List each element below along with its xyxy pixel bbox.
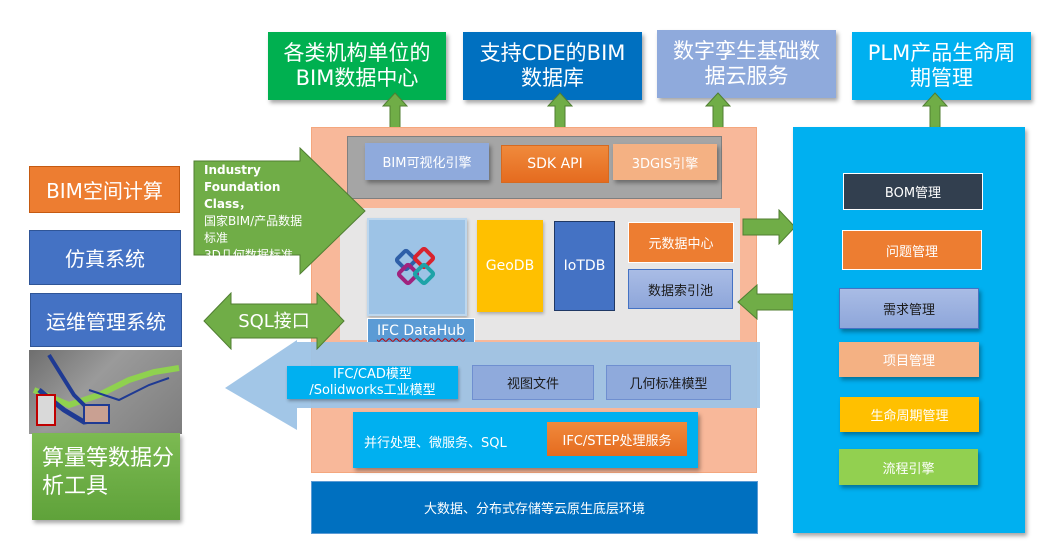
target-label-line1: 各类机构单位的 <box>283 41 431 65</box>
target-label-line2: BIM数据中心 <box>295 66 419 90</box>
model-view-files: 视图文件 <box>472 365 594 400</box>
target-label-line1: 数字孪生基础数 <box>673 39 820 63</box>
plm-module-projects: 项目管理 <box>839 342 979 377</box>
target-cde-bim-database: 支持CDE的BIM 数据库 <box>463 32 642 100</box>
cloud-native-infrastructure: 大数据、分布式存储等云原生底层环境 <box>311 481 758 534</box>
app-bim-spatial-computing: BIM空间计算 <box>29 166 180 213</box>
airport-bim-model-image <box>29 350 182 434</box>
model-geometry-standard: 几何标准模型 <box>606 365 731 400</box>
target-digital-twin-cloud: 数字孪生基础数 据云服务 <box>657 30 836 98</box>
up-arrow-icon <box>547 92 573 132</box>
sql-interface-label: SQL接口 <box>238 311 310 332</box>
geodb-block: GeoDB <box>477 220 543 312</box>
target-label-line2: 据云服务 <box>704 64 789 88</box>
target-bim-data-center: 各类机构单位的 BIM数据中心 <box>268 32 446 100</box>
ifc-logo-icon <box>395 247 436 286</box>
plm-module-bom: BOM管理 <box>843 173 983 210</box>
engine-bim-visualization: BIM可视化引擎 <box>365 143 489 180</box>
app-data-analysis-tools: 算量等数据分 析工具 <box>32 433 180 520</box>
plm-module-lifecycle: 生命周期管理 <box>840 397 979 432</box>
engine-3dgis: 3DGIS引擎 <box>613 144 717 180</box>
ifc-logo-tile <box>367 218 467 316</box>
iotdb-block: IoTDB <box>554 221 615 311</box>
engine-sdk-api: SDK API <box>501 145 609 183</box>
plm-module-requirements: 需求管理 <box>839 288 979 329</box>
up-arrow-icon <box>705 92 731 132</box>
right-arrow-icon <box>742 209 796 245</box>
app-simulation-system: 仿真系统 <box>29 230 181 285</box>
standards-arrow-icon <box>193 147 366 276</box>
app-om-system: 运维管理系统 <box>30 293 182 347</box>
target-label-line1: 支持CDE的BIM <box>479 41 626 65</box>
target-plm: PLM产品生命周 期管理 <box>852 32 1031 100</box>
data-index-pool: 数据索引池 <box>628 269 733 309</box>
standards-text: Industry Foundation Class， 国家BIM/产品数据 标准… <box>204 163 303 262</box>
target-label-line2: 数据库 <box>521 66 584 90</box>
model-ifc-cad-solidworks: IFC/CAD模型 /Solidworks工业模型 <box>287 366 458 399</box>
sql-double-arrow-icon <box>203 292 345 350</box>
left-arrow-icon <box>737 284 795 320</box>
plm-module-issues: 问题管理 <box>842 230 982 270</box>
up-arrow-icon <box>382 92 408 132</box>
plm-module-workflow-engine: 流程引擎 <box>839 449 978 485</box>
metadata-center: 元数据中心 <box>628 222 734 263</box>
target-label-line2: 期管理 <box>910 66 973 90</box>
processing-label: 并行处理、微服务、SQL <box>364 436 507 451</box>
ifc-step-service: IFC/STEP处理服务 <box>547 422 687 456</box>
target-label-line1: PLM产品生命周 <box>867 41 1016 65</box>
